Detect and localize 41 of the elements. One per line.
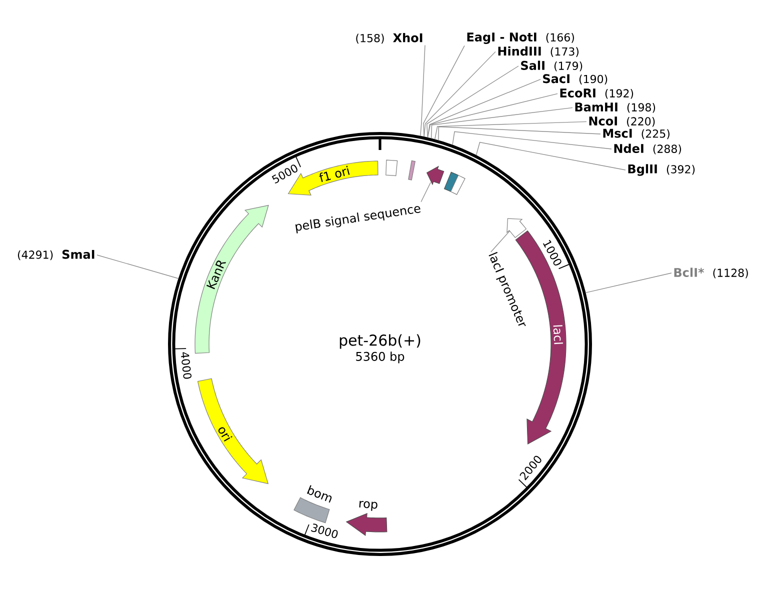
leader-line [427, 93, 558, 138]
leader-line [452, 131, 612, 150]
feature-block: KanR [194, 204, 269, 354]
feature-block [426, 166, 444, 186]
leader-line [420, 182, 431, 202]
site-label: NcoI (220) [589, 116, 655, 127]
leader-line [96, 254, 179, 279]
leader-line [427, 78, 541, 138]
leader-line [430, 107, 573, 139]
site-label: (158) XhoI [356, 33, 422, 44]
feature-label: rop [359, 500, 378, 511]
site-label: BamHI (198) [575, 102, 656, 113]
site-label: EagI - NotI (166) [467, 32, 574, 44]
leader-line [585, 272, 672, 294]
leader-line [438, 126, 601, 141]
feature-bar [408, 160, 416, 180]
feature-box [450, 174, 466, 195]
plasmid-name: pet-26b(+) [340, 334, 420, 349]
leader-line [423, 45, 465, 137]
site-label: MscI (225) [603, 128, 670, 140]
feature-label: pelB signal sequence [295, 206, 420, 234]
leader-line [426, 66, 519, 138]
site-label: SalI (179) [521, 60, 582, 72]
tick-label: 4000 [181, 352, 192, 379]
tick-label: 3000 [310, 524, 338, 538]
site-label: SacI (190) [543, 74, 608, 84]
leader-line [424, 51, 496, 137]
leader-line [434, 121, 587, 140]
site-label: NdeI (288) [614, 144, 682, 154]
leader-line [420, 44, 426, 136]
site-label: BclI* (1128) [674, 268, 748, 278]
site-label: HindIII (173) [498, 46, 578, 57]
feature-box [386, 160, 398, 176]
tick-label: 1000 [543, 240, 562, 266]
leader-line [476, 142, 626, 170]
site-label: EcoRI (192) [560, 88, 634, 99]
plasmid-size: 5360 bp [356, 352, 404, 364]
site-label: (4291) SmaI [18, 250, 94, 260]
site-label: BglII (392) [628, 164, 695, 176]
feature-label: bom [307, 485, 332, 503]
leader-line [490, 230, 510, 252]
